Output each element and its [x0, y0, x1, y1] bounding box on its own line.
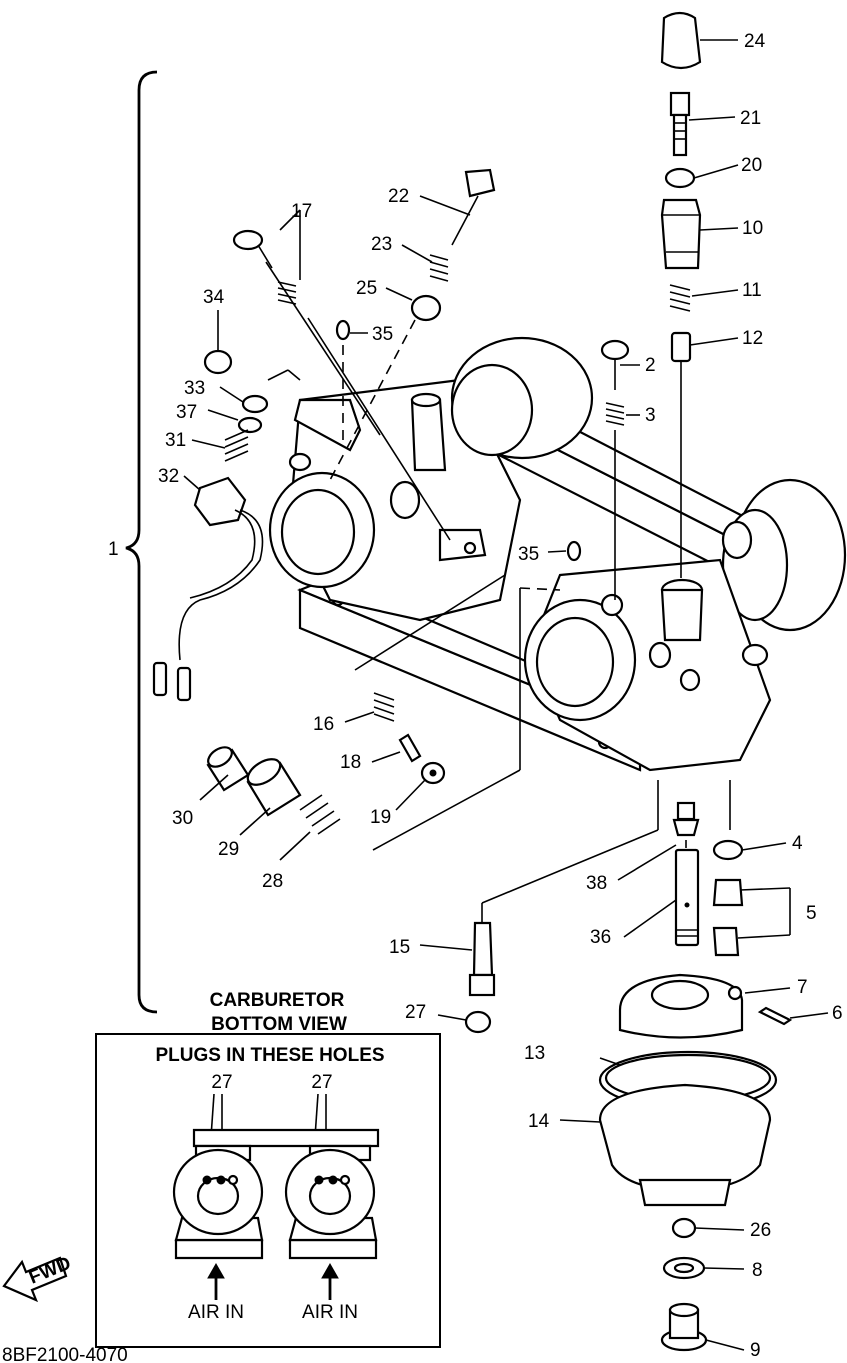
part-label-22: 22	[388, 186, 409, 207]
part-label-15: 15	[389, 937, 410, 958]
part-label-6: 6	[832, 1003, 843, 1024]
part-label-16: 16	[313, 714, 334, 735]
part-label-23: 23	[371, 234, 392, 255]
part-29-sleeve	[246, 758, 302, 817]
part-label-35b: 35	[518, 544, 539, 565]
part-label-29: 29	[218, 839, 239, 860]
part-25-cap	[410, 294, 442, 322]
part-19-seat	[420, 761, 446, 785]
assembly-bracket	[125, 70, 158, 1014]
part-label-11: 11	[742, 280, 762, 301]
part-label-18: 18	[340, 752, 361, 773]
inset-caption-line1: CARBURETOR	[210, 990, 345, 1011]
leader-lines	[183, 39, 829, 1351]
inset-header: PLUGS IN THESE HOLES	[155, 1045, 384, 1066]
part-label-3: 3	[645, 405, 656, 426]
part-label-12: 12	[742, 328, 763, 349]
part-24-cap	[660, 11, 702, 70]
part-28-spring	[299, 794, 341, 835]
part-33-washer	[241, 394, 269, 414]
part-label-10: 10	[742, 218, 763, 239]
fwd-arrow-icon: FWD	[2, 1253, 74, 1303]
part-30-plug	[206, 746, 250, 792]
part-label-1: 1	[108, 539, 119, 560]
part-label-37: 37	[176, 402, 197, 423]
part-26-washer	[671, 1217, 697, 1239]
air-in-label-right: AIR IN	[302, 1302, 358, 1323]
part-label-38: 38	[586, 873, 607, 894]
part-label-33: 33	[184, 378, 205, 399]
part-label-20: 20	[741, 155, 762, 176]
part-27-plug	[464, 1010, 492, 1034]
part-21-adjuster	[669, 91, 691, 157]
air-in-label-left: AIR IN	[188, 1302, 244, 1323]
part-label-21: 21	[740, 108, 761, 129]
part-4-washer	[712, 839, 744, 861]
part-22-screw	[451, 168, 496, 246]
inset-caption-line2: BOTTOM VIEW	[211, 1014, 347, 1035]
part-38-jet	[672, 801, 700, 837]
part-label-35a: 35	[372, 324, 393, 345]
part-23-spring	[429, 254, 449, 282]
part-label-2: 2	[645, 355, 656, 376]
part-7-float	[618, 973, 744, 1039]
part-label-25: 25	[356, 278, 377, 299]
part-label-31: 31	[165, 430, 186, 451]
part-label-36: 36	[590, 927, 611, 948]
part-label-27: 27	[405, 1002, 426, 1023]
part-label-34: 34	[203, 287, 225, 308]
part-31-spring	[224, 429, 249, 462]
part-37-oring	[237, 416, 263, 434]
part-36-emulsion-tube	[674, 848, 700, 947]
bottom-view-inset: CARBURETOR BOTTOM VIEW PLUGS IN THESE HO…	[95, 990, 441, 1348]
part-label-17: 17	[291, 201, 312, 222]
drawing-code: 8BF2100-4070	[2, 1345, 128, 1363]
part-5-needle-valve	[712, 878, 791, 957]
part-15-pilot-screw	[468, 903, 496, 997]
part-label-7: 7	[797, 977, 808, 998]
part-labels: 24 21 20 10 11 12 2 3 22 17 23 25 35 34 …	[108, 31, 843, 1361]
part-label-28: 28	[262, 871, 283, 892]
part-12-plunger	[670, 331, 692, 380]
part-17-screw-spring	[232, 229, 297, 305]
part-35-oring	[335, 319, 582, 562]
inset-plug-label-right: 27	[311, 1072, 332, 1093]
part-label-8: 8	[752, 1260, 763, 1281]
part-8-gasket	[662, 1256, 706, 1280]
part-label-30: 30	[172, 808, 193, 829]
part-16-spring	[373, 692, 395, 722]
part-6-pin	[757, 1006, 793, 1026]
part-20-nut	[664, 167, 696, 189]
inset-plug-label-left: 27	[211, 1072, 232, 1093]
part-label-5: 5	[806, 903, 817, 924]
part-label-26: 26	[750, 1220, 771, 1241]
part-18-pin	[398, 733, 422, 763]
part-label-13: 13	[524, 1043, 545, 1064]
part-10-cap	[660, 198, 702, 270]
part-label-32: 32	[158, 466, 179, 487]
part-3-spring	[605, 402, 625, 426]
inset-frame	[95, 1033, 441, 1348]
part-32-sensor	[152, 476, 264, 702]
part-label-19: 19	[370, 807, 391, 828]
part-label-14: 14	[528, 1111, 550, 1132]
part-34-cap	[203, 349, 233, 375]
part-9-drain-plug	[660, 1302, 708, 1352]
part-label-9: 9	[750, 1340, 761, 1361]
part-14-float-bowl	[598, 1083, 772, 1207]
carburetor-body	[268, 336, 847, 772]
part-label-24: 24	[744, 31, 766, 52]
part-label-4: 4	[792, 833, 803, 854]
part-11-spring	[669, 284, 691, 312]
part-2-screw	[600, 339, 630, 390]
